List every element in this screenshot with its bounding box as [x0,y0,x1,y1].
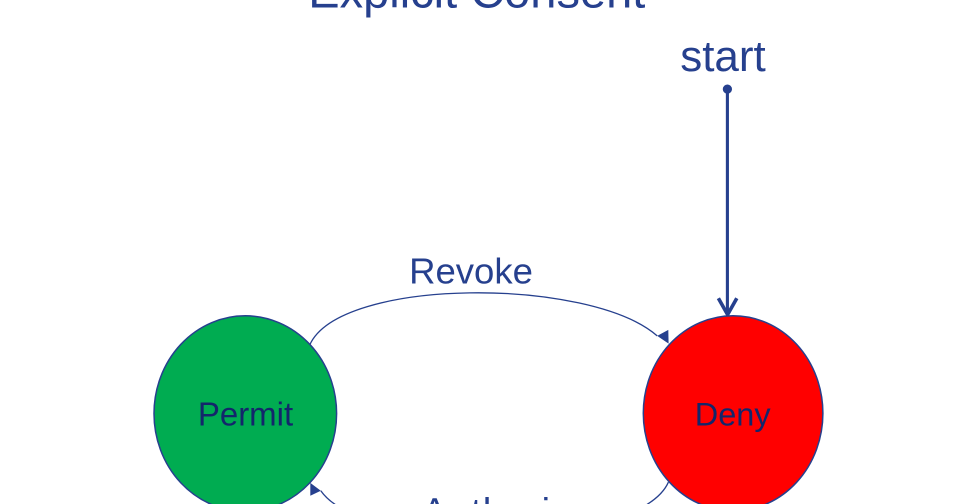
svg-text:Deny: Deny [695,397,772,433]
svg-text:start: start [680,32,766,81]
svg-text:Explicit Consent: Explicit Consent [308,0,645,18]
svg-text:Revoke: Revoke [409,251,533,292]
svg-text:Authorize: Authorize [422,492,594,504]
svg-text:Permit: Permit [198,395,293,432]
